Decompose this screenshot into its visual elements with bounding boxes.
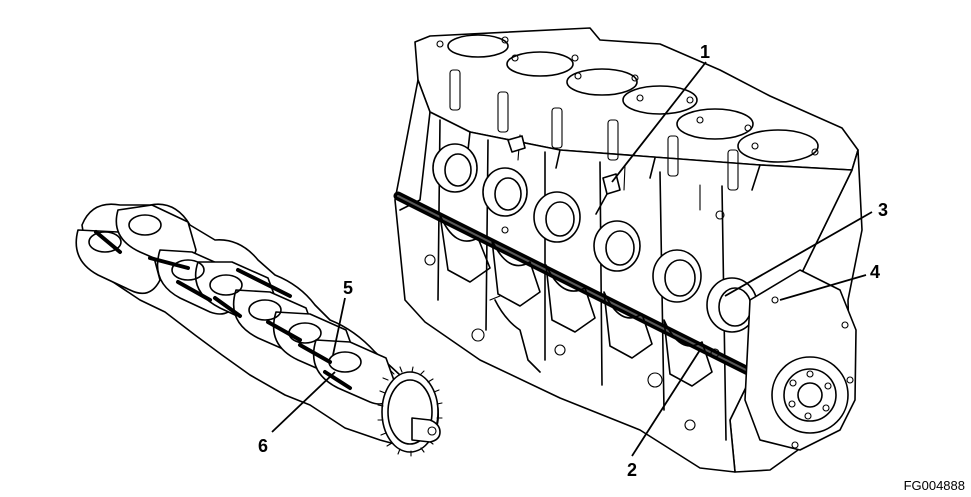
callout-leaders xyxy=(271,61,873,457)
callout-2: 2 xyxy=(627,460,637,480)
callout-labels: 1 2 3 4 5 6 xyxy=(258,42,888,480)
engine-block xyxy=(393,27,863,473)
crankshaft xyxy=(75,203,443,457)
callout-5: 5 xyxy=(343,278,353,298)
callout-4: 4 xyxy=(870,262,880,282)
callout-3: 3 xyxy=(878,200,888,220)
callout-1: 1 xyxy=(700,42,710,62)
callout-6: 6 xyxy=(258,436,268,456)
figure-id-label: FG004888 xyxy=(903,478,965,493)
